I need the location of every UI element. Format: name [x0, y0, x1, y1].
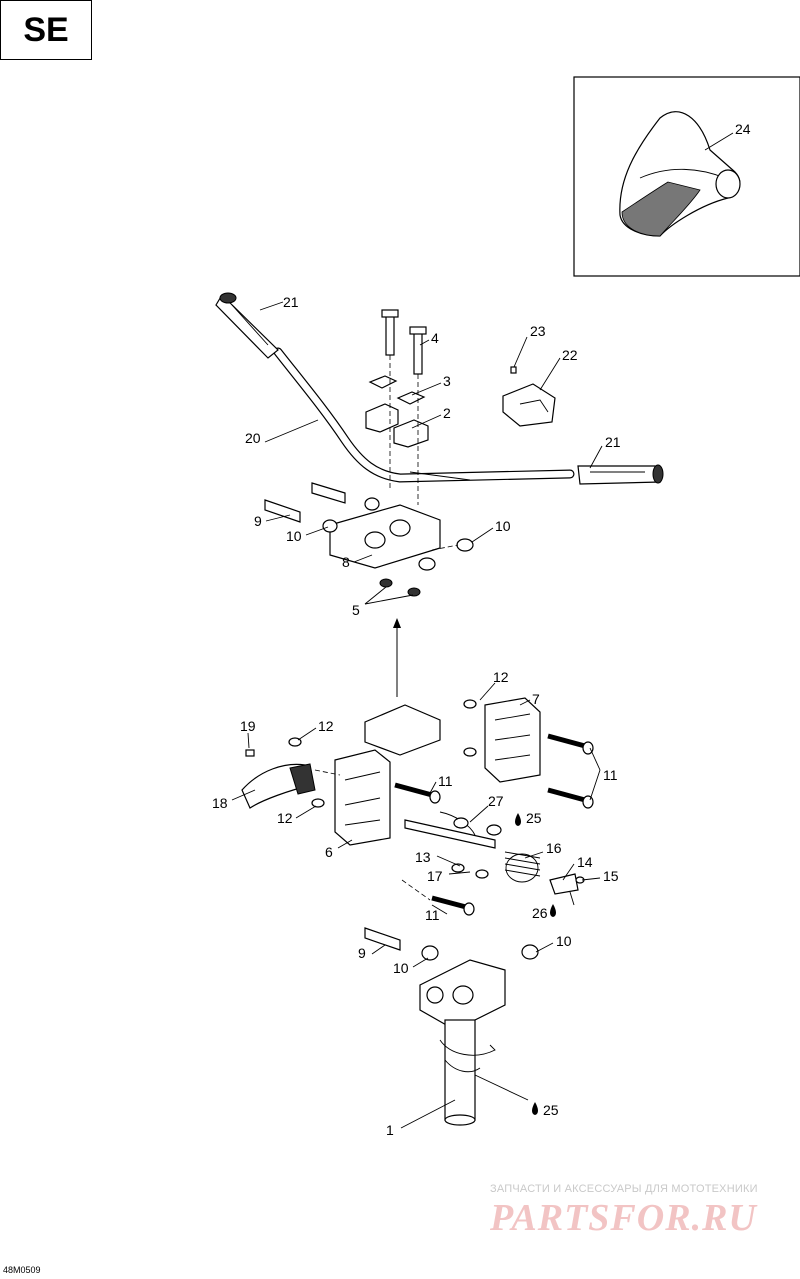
callout-18: 18 — [212, 795, 228, 811]
oil-drop-icon — [515, 813, 556, 1115]
pad-and-screw — [502, 366, 556, 427]
handlebar — [215, 292, 664, 485]
mounting-plates — [288, 697, 541, 846]
leader-lines — [231, 132, 734, 1129]
watermark-logo: PARTSFOR.RU — [490, 1197, 757, 1239]
callout-8: 8 — [342, 554, 350, 570]
steering-column — [364, 927, 539, 1126]
riser-reference — [364, 704, 441, 756]
callout-12-b: 12 — [318, 718, 334, 734]
callout-9-b: 9 — [358, 945, 366, 961]
callout-10-a: 10 — [286, 528, 302, 544]
callout-10-c: 10 — [393, 960, 409, 976]
callout-12-a: 12 — [493, 669, 509, 685]
callout-25-b: 25 — [543, 1102, 559, 1118]
callout-19: 19 — [240, 718, 256, 734]
riser-block — [264, 482, 474, 597]
callout-5: 5 — [352, 602, 360, 618]
clamp-hardware — [365, 309, 429, 505]
bolts-11 — [394, 733, 594, 916]
watermark-tagline: ЗАПЧАСТИ И АКСЕССУАРЫ ДЛЯ МОТОТЕХНИКИ — [490, 1183, 758, 1195]
callout-14: 14 — [577, 854, 593, 870]
callout-23: 23 — [530, 323, 546, 339]
callout-24: 24 — [735, 121, 751, 137]
callout-7: 7 — [532, 691, 540, 707]
callout-17: 17 — [427, 868, 443, 884]
callout-3: 3 — [443, 373, 451, 389]
callout-4: 4 — [431, 330, 439, 346]
callout-21-a: 21 — [283, 294, 299, 310]
callout-20: 20 — [245, 430, 261, 446]
callout-9-a: 9 — [254, 513, 262, 529]
callout-22: 22 — [562, 347, 578, 363]
callout-2: 2 — [443, 405, 451, 421]
pivot-shaft — [401, 811, 585, 901]
callout-11-c: 11 — [425, 907, 440, 923]
lever-assembly — [241, 749, 341, 809]
callout-27: 27 — [488, 793, 504, 809]
assembly-arrow — [393, 618, 401, 697]
callout-1: 1 — [386, 1122, 394, 1138]
model-badge: SE — [0, 0, 92, 60]
callout-15: 15 — [603, 868, 619, 884]
callout-10-d: 10 — [556, 933, 572, 949]
inset-box — [573, 76, 800, 277]
diagram-reference: 48M0509 — [3, 1265, 41, 1275]
callout-12-c: 12 — [277, 810, 293, 826]
callout-labels: 24 21 4 23 22 3 2 20 21 9 10 10 8 5 12 7… — [212, 121, 751, 1138]
callout-11-a: 11 — [603, 767, 618, 783]
callout-21-b: 21 — [605, 434, 621, 450]
callout-26: 26 — [532, 905, 548, 921]
callout-13: 13 — [415, 849, 431, 865]
callout-11-b: 11 — [438, 773, 453, 789]
callout-6: 6 — [325, 844, 333, 860]
callout-16: 16 — [546, 840, 562, 856]
callout-25-a: 25 — [526, 810, 542, 826]
callout-10-b: 10 — [495, 518, 511, 534]
